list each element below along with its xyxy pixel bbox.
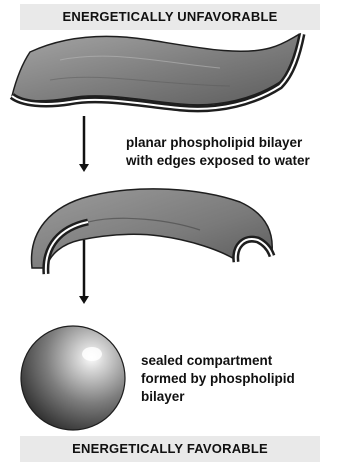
planar-bilayer-caption: planar phospholipid bilayer with edges e… bbox=[126, 134, 310, 170]
favorable-banner: ENERGETICALLY FAVORABLE bbox=[20, 436, 320, 462]
sealed-compartment-caption: sealed compartment formed by phospholipi… bbox=[141, 352, 295, 406]
planar-bilayer-sheet bbox=[12, 34, 302, 109]
curved-bilayer-dome bbox=[32, 189, 273, 274]
sealed-sphere bbox=[21, 326, 125, 430]
sealed-caption-line-1: sealed compartment bbox=[141, 352, 295, 370]
sphere-highlight bbox=[82, 347, 102, 361]
planar-caption-line-2: with edges exposed to water bbox=[126, 152, 310, 170]
sealed-caption-line-2: formed by phospholipid bbox=[141, 370, 295, 388]
planar-caption-line-1: planar phospholipid bilayer bbox=[126, 134, 310, 152]
sealed-caption-line-3: bilayer bbox=[141, 388, 295, 406]
